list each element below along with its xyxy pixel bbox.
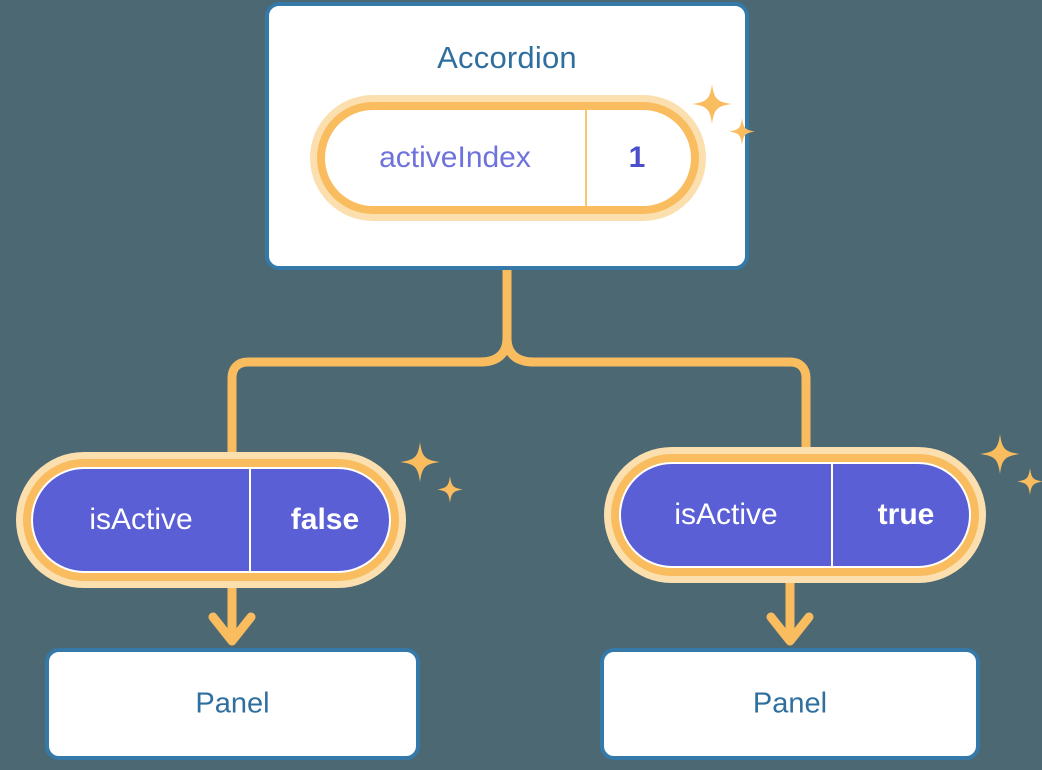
accordion-title: Accordion (437, 40, 577, 75)
state-pill-is-active-true[interactable]: isActive true (604, 447, 986, 583)
panel-title: Panel (752, 687, 828, 720)
state-pill-is-active-false[interactable]: isActive false (16, 452, 406, 588)
sparkle-icon (980, 434, 1042, 495)
panel-component-card-right[interactable]: Panel (600, 648, 980, 760)
sparkle-icon (400, 442, 463, 503)
arrow-head-left-icon (208, 612, 256, 646)
connector-split-right (502, 333, 811, 452)
connector-split-left (227, 333, 512, 457)
state-value-label: false (290, 503, 360, 536)
panel-title: Panel (195, 687, 270, 720)
pill-body: isActive true (619, 462, 971, 568)
arrow-head-right-icon (766, 612, 814, 646)
panel-component-card-left[interactable]: Panel (45, 648, 420, 760)
state-key-label: isActive (621, 464, 833, 566)
pill-body: activeIndex 1 (325, 110, 691, 206)
state-value-label: true (877, 498, 935, 531)
state-key-label: activeIndex (325, 110, 587, 206)
state-value-label: 1 (628, 141, 646, 174)
pill-body: isActive false (31, 467, 391, 573)
state-pill-active-index[interactable]: activeIndex 1 (310, 95, 706, 221)
state-key-label: isActive (33, 469, 251, 571)
